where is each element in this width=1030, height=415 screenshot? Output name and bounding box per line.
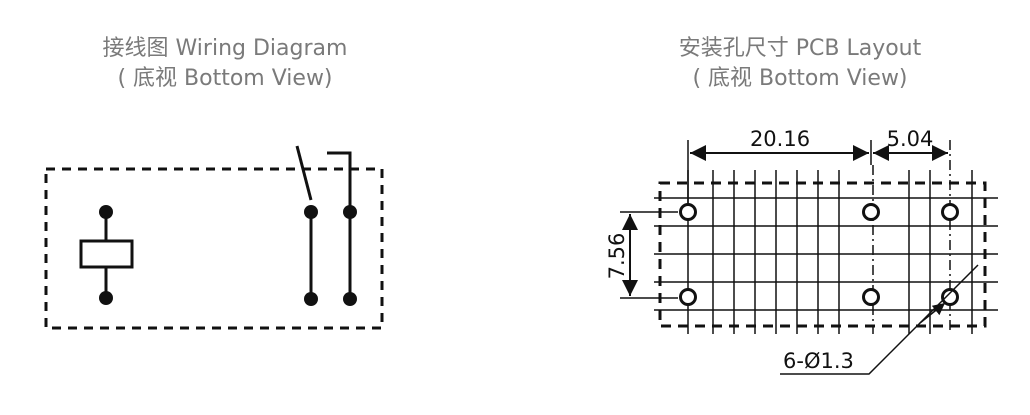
pcb-layout-title-line2: ( 底视 Bottom View)	[692, 66, 908, 91]
relay-outline-dashed	[44, 167, 384, 330]
pcb-hole	[862, 288, 880, 306]
coil-terminal-bottom	[99, 291, 113, 305]
pcb-hole	[679, 203, 697, 221]
pcb-hole	[679, 288, 697, 306]
wiring-diagram-title: 接线图 Wiring Diagram ( 底视 Bottom View)	[40, 34, 410, 94]
common-terminal-bottom	[304, 292, 318, 306]
fixed-contact-lead	[327, 151, 352, 212]
dimension-20-16-label: 20.16	[750, 127, 810, 151]
contact-terminal-top	[343, 205, 357, 219]
contact-switch	[295, 145, 357, 306]
pcb-layout-title: 安装孔尺寸 PCB Layout ( 底视 Bottom View)	[600, 34, 1000, 94]
dimension-extension-lines	[620, 140, 872, 299]
coil-terminal-top	[99, 205, 113, 219]
coil-body	[79, 239, 134, 269]
contact-terminal-bottom	[343, 292, 357, 306]
pcb-hole	[941, 288, 959, 306]
coil-symbol	[79, 205, 134, 305]
wiring-diagram	[44, 145, 384, 330]
switch-arm	[295, 145, 313, 201]
wiring-diagram-title-line2: ( 底视 Bottom View)	[117, 66, 333, 91]
wiring-diagram-title-line1: 接线图 Wiring Diagram	[102, 36, 348, 61]
dimension-7-56-label: 7.56	[605, 233, 629, 280]
pcb-grid	[654, 170, 998, 334]
pcb-layout-title-line1: 安装孔尺寸 PCB Layout	[678, 36, 922, 61]
hole-callout-arrow	[919, 302, 946, 324]
pcb-hole	[862, 203, 880, 221]
dimension-5-04-label: 5.04	[887, 127, 934, 151]
pcb-hole	[941, 203, 959, 221]
pcb-holes	[679, 203, 959, 306]
pcb-outline-dashed	[658, 181, 987, 328]
hole-callout-leader	[780, 264, 979, 375]
pcb-layout: 20.16 5.04 7.56 6-Ø1.3	[605, 127, 998, 375]
hole-callout-label: 6-Ø1.3	[783, 349, 854, 373]
common-terminal-top	[304, 205, 318, 219]
